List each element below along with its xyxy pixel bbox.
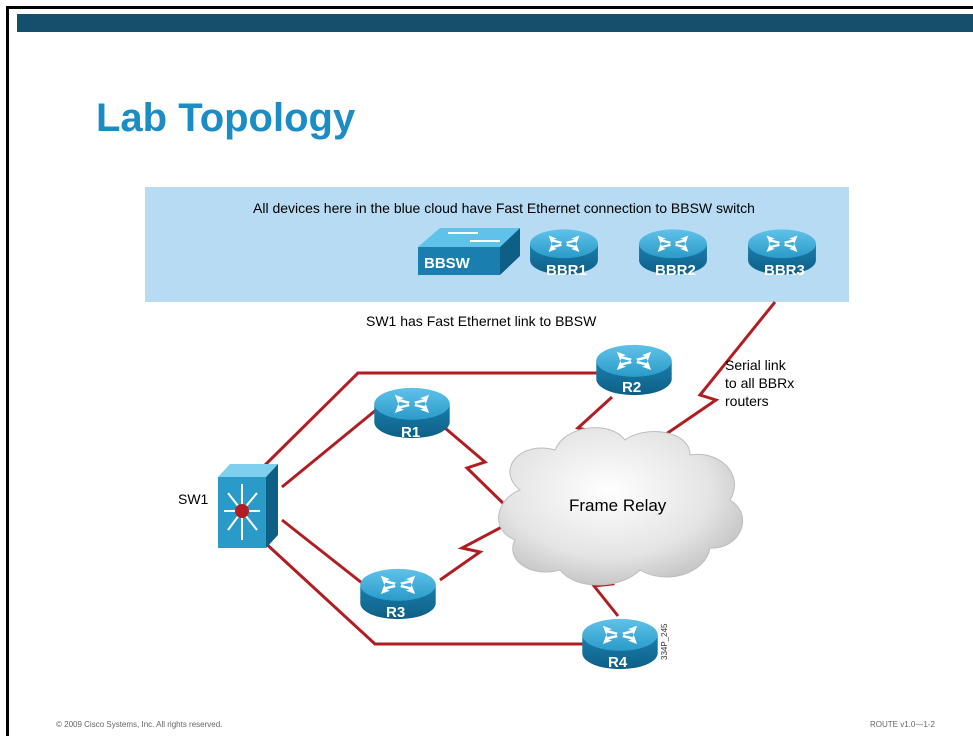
r3-label: R3 — [386, 604, 405, 621]
r2-label: R2 — [622, 379, 641, 396]
frame-relay-label: Frame Relay — [569, 496, 667, 515]
page-title: Lab Topology — [96, 96, 356, 140]
r4-label: R4 — [608, 654, 628, 671]
sw1-label: SW1 — [178, 491, 209, 507]
sw1-link-note: SW1 has Fast Ethernet link to BBSW — [366, 313, 597, 329]
header-bar — [17, 14, 973, 32]
link-r1-fr — [444, 426, 512, 512]
slide-frame-left — [6, 6, 9, 736]
bbsw-label: BBSW — [424, 255, 471, 272]
bbr1-label: BBR1 — [546, 262, 587, 279]
figure-id: 334P_245 — [660, 623, 669, 660]
serial-note-line-3: routers — [725, 393, 769, 409]
link-sw1-r4 — [260, 538, 583, 646]
frame-relay-cloud — [498, 427, 743, 586]
blue-cloud-caption: All devices here in the blue cloud have … — [253, 200, 755, 216]
serial-note-line-2: to all BBRx — [725, 375, 795, 391]
bbr2-label: BBR2 — [655, 262, 696, 279]
course-page-footer: ROUTE v1.0—1-2 — [870, 720, 935, 729]
slide-frame-top — [6, 6, 973, 9]
bbr3-label: BBR3 — [764, 262, 805, 279]
r1-label: R1 — [401, 424, 420, 441]
link-sw1-r2 — [258, 371, 598, 472]
link-sw1-r3 — [281, 518, 363, 585]
link-r3-fr — [439, 518, 516, 582]
serial-link-note: Serial link to all BBRx routers — [725, 356, 794, 410]
serial-note-line-1: Serial link — [725, 357, 786, 373]
link-fr-bbrx — [649, 301, 777, 447]
sw1-switch-icon — [218, 464, 278, 548]
bbsw-switch-icon — [418, 228, 520, 275]
link-sw1-r1 — [281, 408, 377, 489]
copyright-footer: © 2009 Cisco Systems, Inc. All rights re… — [56, 720, 223, 729]
